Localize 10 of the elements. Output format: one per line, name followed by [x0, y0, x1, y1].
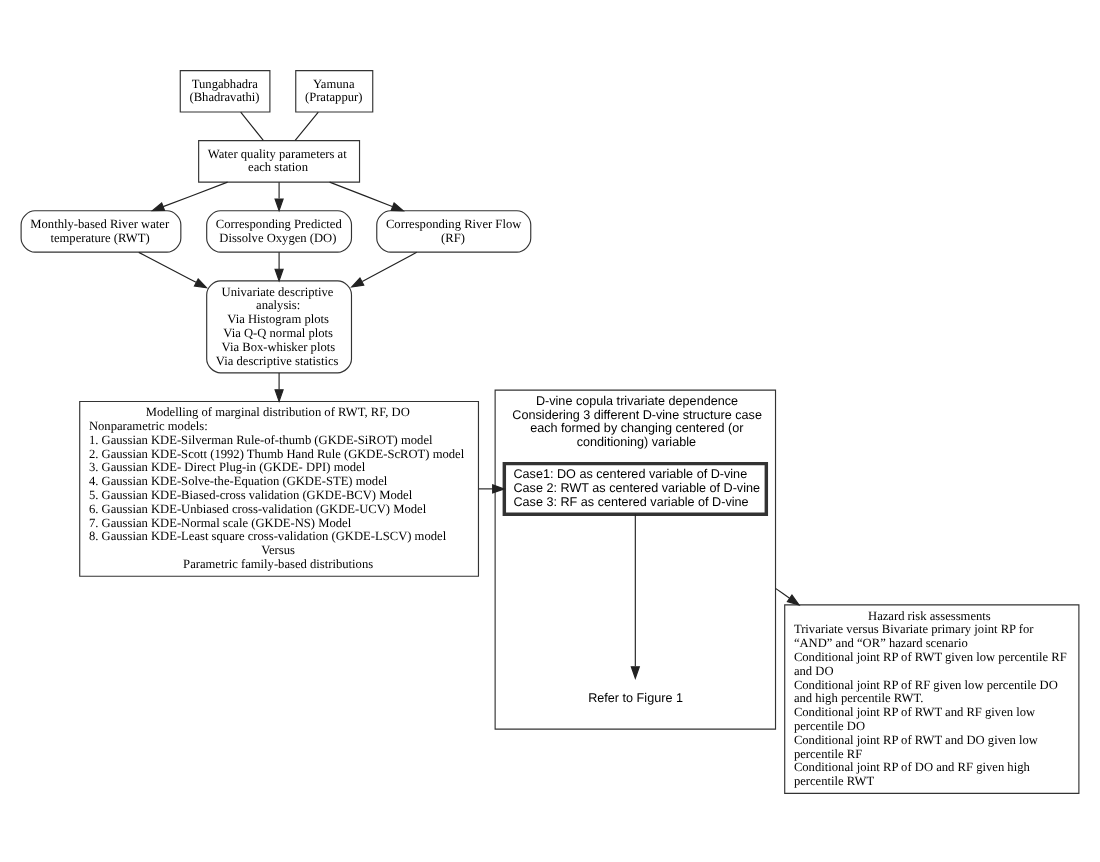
arrow [774, 586, 801, 605]
arrow [274, 180, 284, 212]
connector [240, 110, 264, 140]
arrow [630, 512, 641, 679]
connector [294, 110, 319, 140]
arrow [138, 250, 209, 288]
arrow [274, 250, 284, 282]
arrow [350, 250, 418, 287]
arrow [274, 371, 284, 403]
arrow [478, 483, 506, 493]
